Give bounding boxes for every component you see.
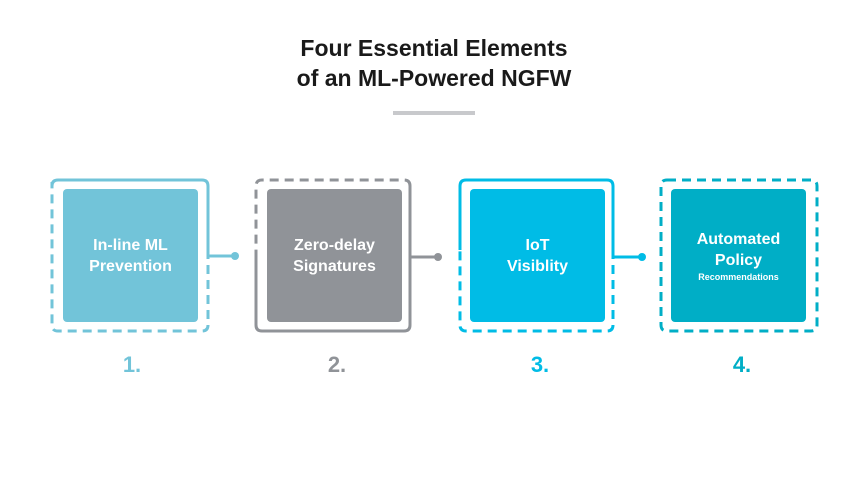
step-3-label-line-1: IoT: [525, 236, 550, 254]
connector-3-4: [613, 253, 646, 261]
frame-step-2: [254, 178, 412, 333]
step-card-3: IoT Visiblity: [470, 189, 605, 322]
title-line-2: of an ML-Powered NGFW: [296, 65, 572, 91]
step-4-label-line-1: Automated: [696, 230, 781, 248]
step-2-label-line-2: Signatures: [293, 257, 376, 275]
step-4-sublabel: Recommendations: [698, 271, 779, 282]
step-1-label-line-2: Prevention: [89, 257, 172, 275]
step-number-4: 4.: [732, 352, 752, 377]
title-divider: [393, 111, 475, 115]
frame-step-1: [50, 178, 210, 333]
connector-1-2: [208, 252, 239, 260]
step-card-1: In-line ML Prevention: [63, 189, 198, 322]
frame-step-4: [659, 178, 819, 333]
step-2-label-line-1: Zero-delay: [294, 236, 375, 254]
step-card-4: Automated Policy Recommendations: [671, 189, 806, 322]
frame-step-3: [458, 178, 615, 333]
step-number-3: 3.: [530, 352, 550, 377]
step-4-label-line-2: Policy: [714, 251, 763, 269]
step-number-1: 1.: [122, 352, 142, 377]
step-number-2: 2.: [327, 352, 347, 377]
step-1-label-line-1: In-line ML: [93, 236, 168, 254]
connector-2-3: [410, 253, 442, 261]
step-card-2: Zero-delay Signatures: [267, 189, 402, 322]
step-3-label-line-2: Visiblity: [506, 257, 569, 275]
diagram-title: Four Essential Elements of an ML-Powered…: [0, 33, 868, 93]
title-line-1: Four Essential Elements: [300, 35, 568, 61]
